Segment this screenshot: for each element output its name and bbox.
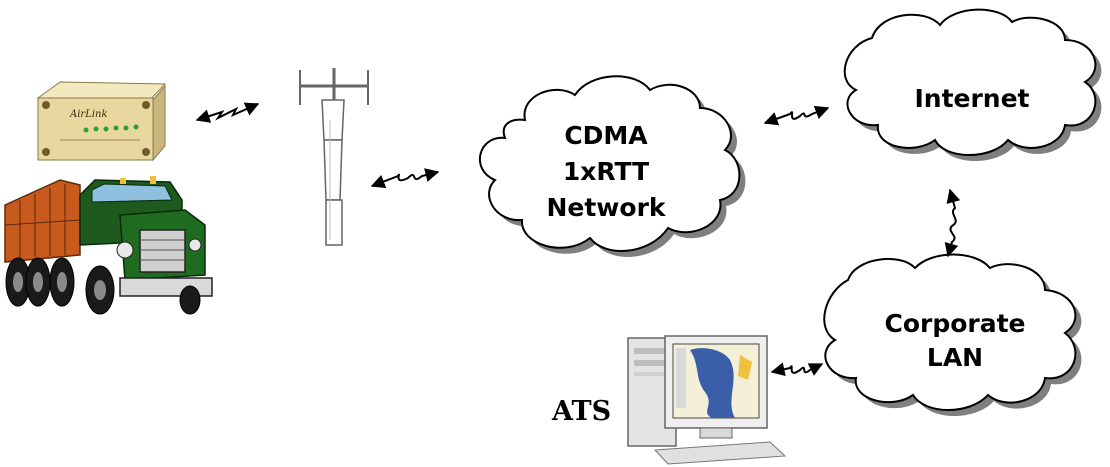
cdma-cloud-line2: 1xRTT (563, 157, 649, 186)
link-arrow-cdma-internet (765, 108, 828, 123)
workstation-computer-image: ATS (551, 336, 785, 464)
link-arrow-internet-lan (948, 190, 956, 256)
cdma-cloud-line1: CDMA (564, 121, 648, 150)
internet-cloud-label: Internet (914, 84, 1029, 113)
link-arrow-tower-cdma (372, 172, 438, 186)
dump-truck-image (5, 176, 212, 314)
modem-brand: AirLink (69, 109, 108, 120)
corporate-lan-cloud: Corporate LAN (824, 255, 1081, 417)
corporate-cloud-line2: LAN (927, 343, 983, 372)
link-arrow-lan-workstation (772, 364, 822, 373)
link-arrow-modem-tower (197, 104, 258, 120)
cdma-network-cloud: CDMA 1xRTT Network (480, 76, 746, 257)
ats-label: ATS (551, 396, 611, 427)
cell-tower-image (300, 68, 368, 245)
internet-cloud: Internet (845, 10, 1102, 161)
airlink-modem-image: AirLink (38, 82, 165, 160)
cdma-cloud-line3: Network (546, 193, 666, 222)
corporate-cloud-line1: Corporate (884, 309, 1025, 338)
